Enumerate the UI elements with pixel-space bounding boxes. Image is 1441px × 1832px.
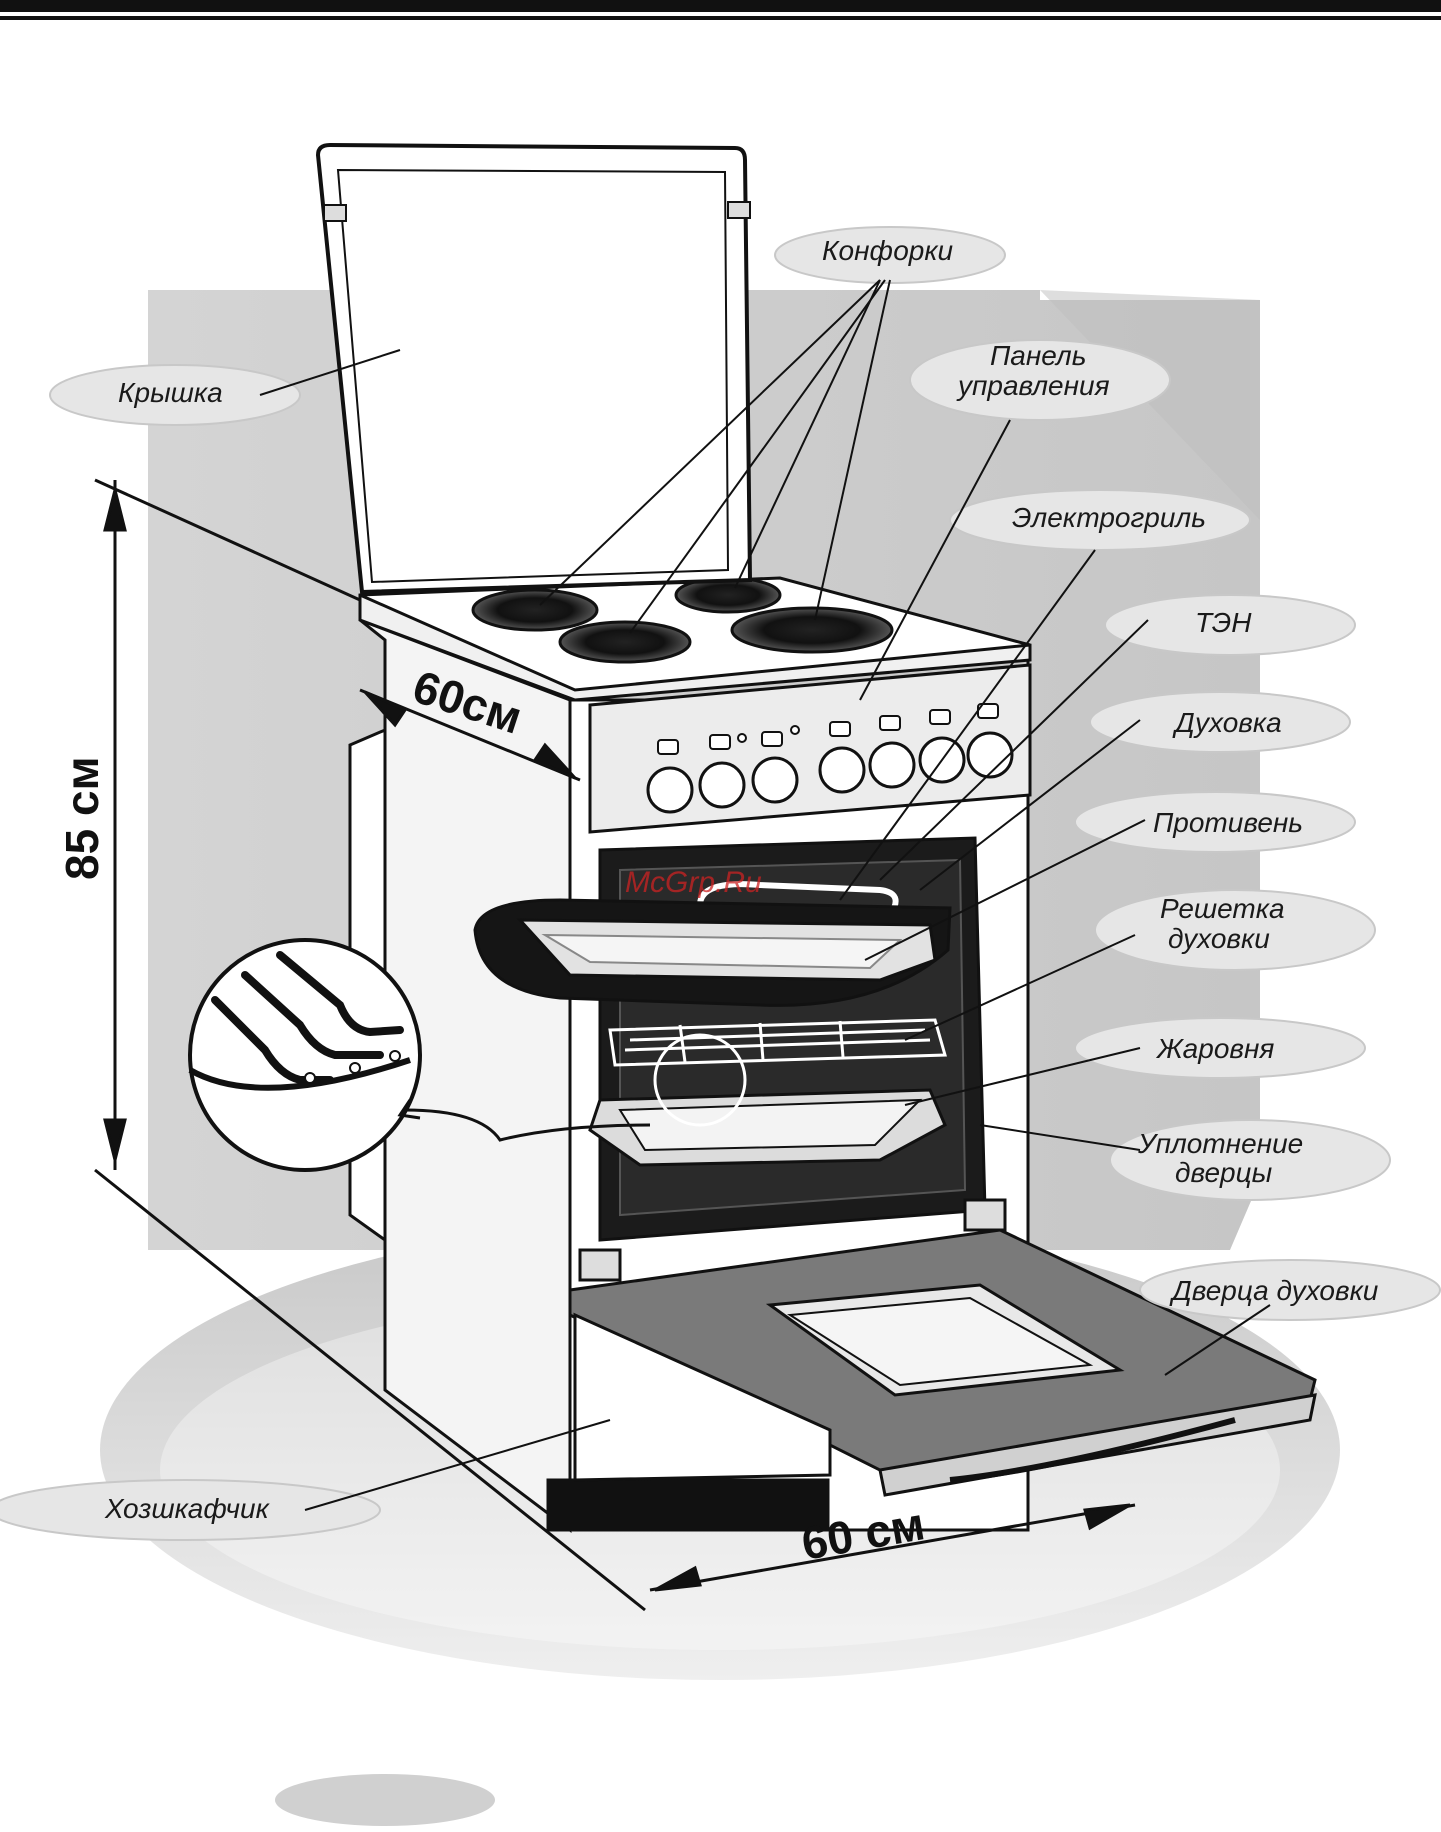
label-control-panel-line2: управления	[956, 370, 1110, 401]
height-dimension-label: 85 см	[56, 756, 108, 880]
label-burners: Конфорки	[822, 235, 954, 266]
lid	[315, 142, 753, 595]
label-door-seal-line1: Уплотнение	[1137, 1128, 1303, 1159]
knob-2	[698, 761, 746, 809]
knob-5	[868, 741, 916, 789]
burners	[471, 576, 894, 664]
label-ovals	[0, 226, 1441, 1541]
label-control-panel-line1: Панель	[990, 340, 1086, 371]
label-lid: Крышка	[118, 377, 223, 408]
rack-zoom-inset	[188, 938, 747, 1172]
header-rule	[0, 0, 1441, 20]
label-roasting-pan: Жаровня	[1155, 1033, 1274, 1064]
label-grill: Электрогриль	[1012, 502, 1206, 533]
burner-front-left	[558, 620, 692, 664]
knob-7	[966, 731, 1014, 779]
label-oven: Духовка	[1172, 707, 1282, 738]
dimension-lines	[94, 478, 1136, 1612]
label-storage-drawer: Хозшкафчик	[104, 1493, 271, 1524]
knobs	[646, 731, 1014, 814]
knob-4	[818, 746, 866, 794]
label-baking-tray: Противень	[1153, 807, 1303, 838]
label-oven-rack-line2: духовки	[1168, 923, 1270, 954]
baking-tray	[473, 898, 952, 1007]
burner-back-left	[471, 588, 599, 632]
roasting-pan	[588, 1088, 947, 1167]
storage-drawer	[573, 1312, 832, 1482]
page-number-blob	[275, 1774, 495, 1826]
door-handle	[949, 1417, 1236, 1483]
label-oven-rack-line1: Решетка	[1160, 893, 1285, 924]
burner-front-right	[730, 606, 894, 654]
oven-door	[568, 1198, 1317, 1497]
oven-rack	[608, 1018, 947, 1067]
label-oven-door: Дверца духовки	[1169, 1275, 1379, 1306]
label-door-seal-line2: дверцы	[1175, 1157, 1273, 1188]
label-heating-element: ТЭН	[1195, 607, 1252, 638]
knob-3	[751, 756, 799, 804]
knob-1	[646, 766, 694, 814]
watermark: McGrp.Ru	[625, 866, 762, 899]
leader-lines	[259, 279, 1271, 1511]
